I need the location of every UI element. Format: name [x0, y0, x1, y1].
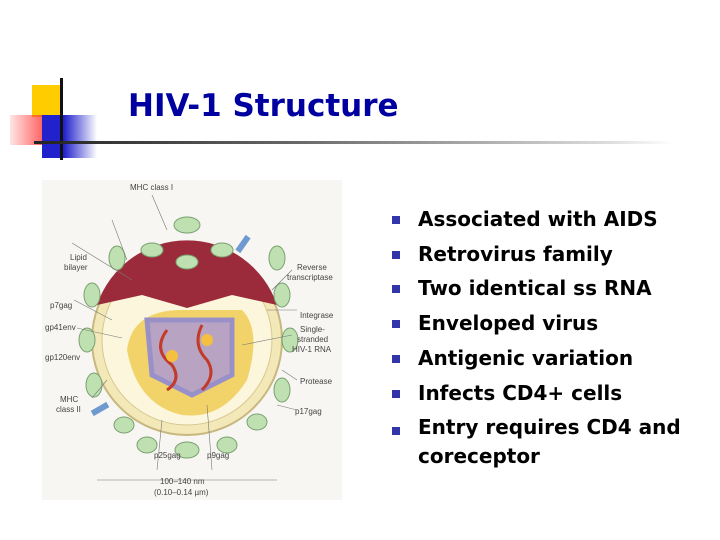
label-protease: Protease [300, 377, 333, 386]
bullet-text: Enveloped virus [418, 311, 599, 336]
bullet-square-icon [392, 285, 400, 294]
label-gp41: gp41env [45, 323, 76, 332]
label-p17: p17gag [295, 407, 322, 416]
title-underline [34, 141, 674, 144]
bullet-item: Two identical ss RNA [390, 271, 713, 306]
label-p25: p25gag [154, 451, 181, 460]
virus-illustration: MHC class I Lipid bilayer p7gag gp41env … [45, 183, 334, 497]
bullet-item: Antigenic variation [390, 341, 713, 376]
bullet-text: Two identical ss RNA [418, 276, 652, 301]
bullet-square-icon [392, 216, 400, 224]
bullet-item: Associated with AIDS [390, 202, 713, 237]
bullet-square-icon [392, 354, 400, 363]
leader-lines [71, 194, 298, 481]
bullet-text: Infects CD4+ cells [418, 380, 623, 405]
decor-yellow-square [32, 85, 62, 117]
label-single: Single- [300, 325, 325, 334]
bullet-text: Associated with AIDS [418, 207, 658, 231]
bullet-square-icon [392, 427, 400, 436]
bullet-square-icon [392, 250, 400, 259]
decor-blue-square [42, 115, 97, 158]
decor-vertical-line [60, 78, 63, 160]
bullet-text: Retrovirus family [418, 241, 613, 266]
label-p9: p9gag [207, 451, 229, 460]
bullet-text: Entry requires CD4 and coreceptor [418, 415, 681, 469]
label-gp120: gp120env [45, 353, 80, 362]
bullet-square-icon [392, 320, 400, 329]
bullet-square-icon [392, 389, 400, 398]
bullet-list: Associated with AIDS Retrovirus family T… [390, 202, 713, 471]
bullet-item: Enveloped virus [390, 306, 713, 341]
label-transcriptase: transcriptase [287, 273, 333, 282]
bullet-text: Antigenic variation [418, 345, 634, 370]
slide-title: HIV-1 Structure [128, 88, 399, 124]
label-reverse: Reverse [297, 263, 327, 272]
virus-body [91, 240, 283, 436]
label-bilayer: bilayer [64, 263, 88, 272]
label-scale-nm: 100–140 nm [160, 477, 205, 486]
label-scale-um: (0.10–0.14 µm) [154, 488, 209, 497]
bullet-item: Retrovirus family [390, 237, 713, 272]
label-p7: p7gag [50, 301, 72, 310]
label-class-2: class II [56, 405, 81, 414]
hiv-structure-diagram: MHC class I Lipid bilayer p7gag gp41env … [42, 180, 342, 500]
label-integrase: Integrase [300, 311, 334, 320]
label-mhc: MHC [60, 395, 78, 404]
bullet-item: Infects CD4+ cells [390, 376, 713, 411]
gp120-spikes [78, 216, 299, 459]
label-hiv1-rna: HIV-1 RNA [292, 345, 332, 354]
bullet-item: Entry requires CD4 and coreceptor [390, 410, 713, 471]
label-lipid: Lipid [70, 253, 87, 262]
label-stranded: stranded [297, 335, 328, 344]
label-mhc-class-1: MHC class I [130, 183, 173, 192]
